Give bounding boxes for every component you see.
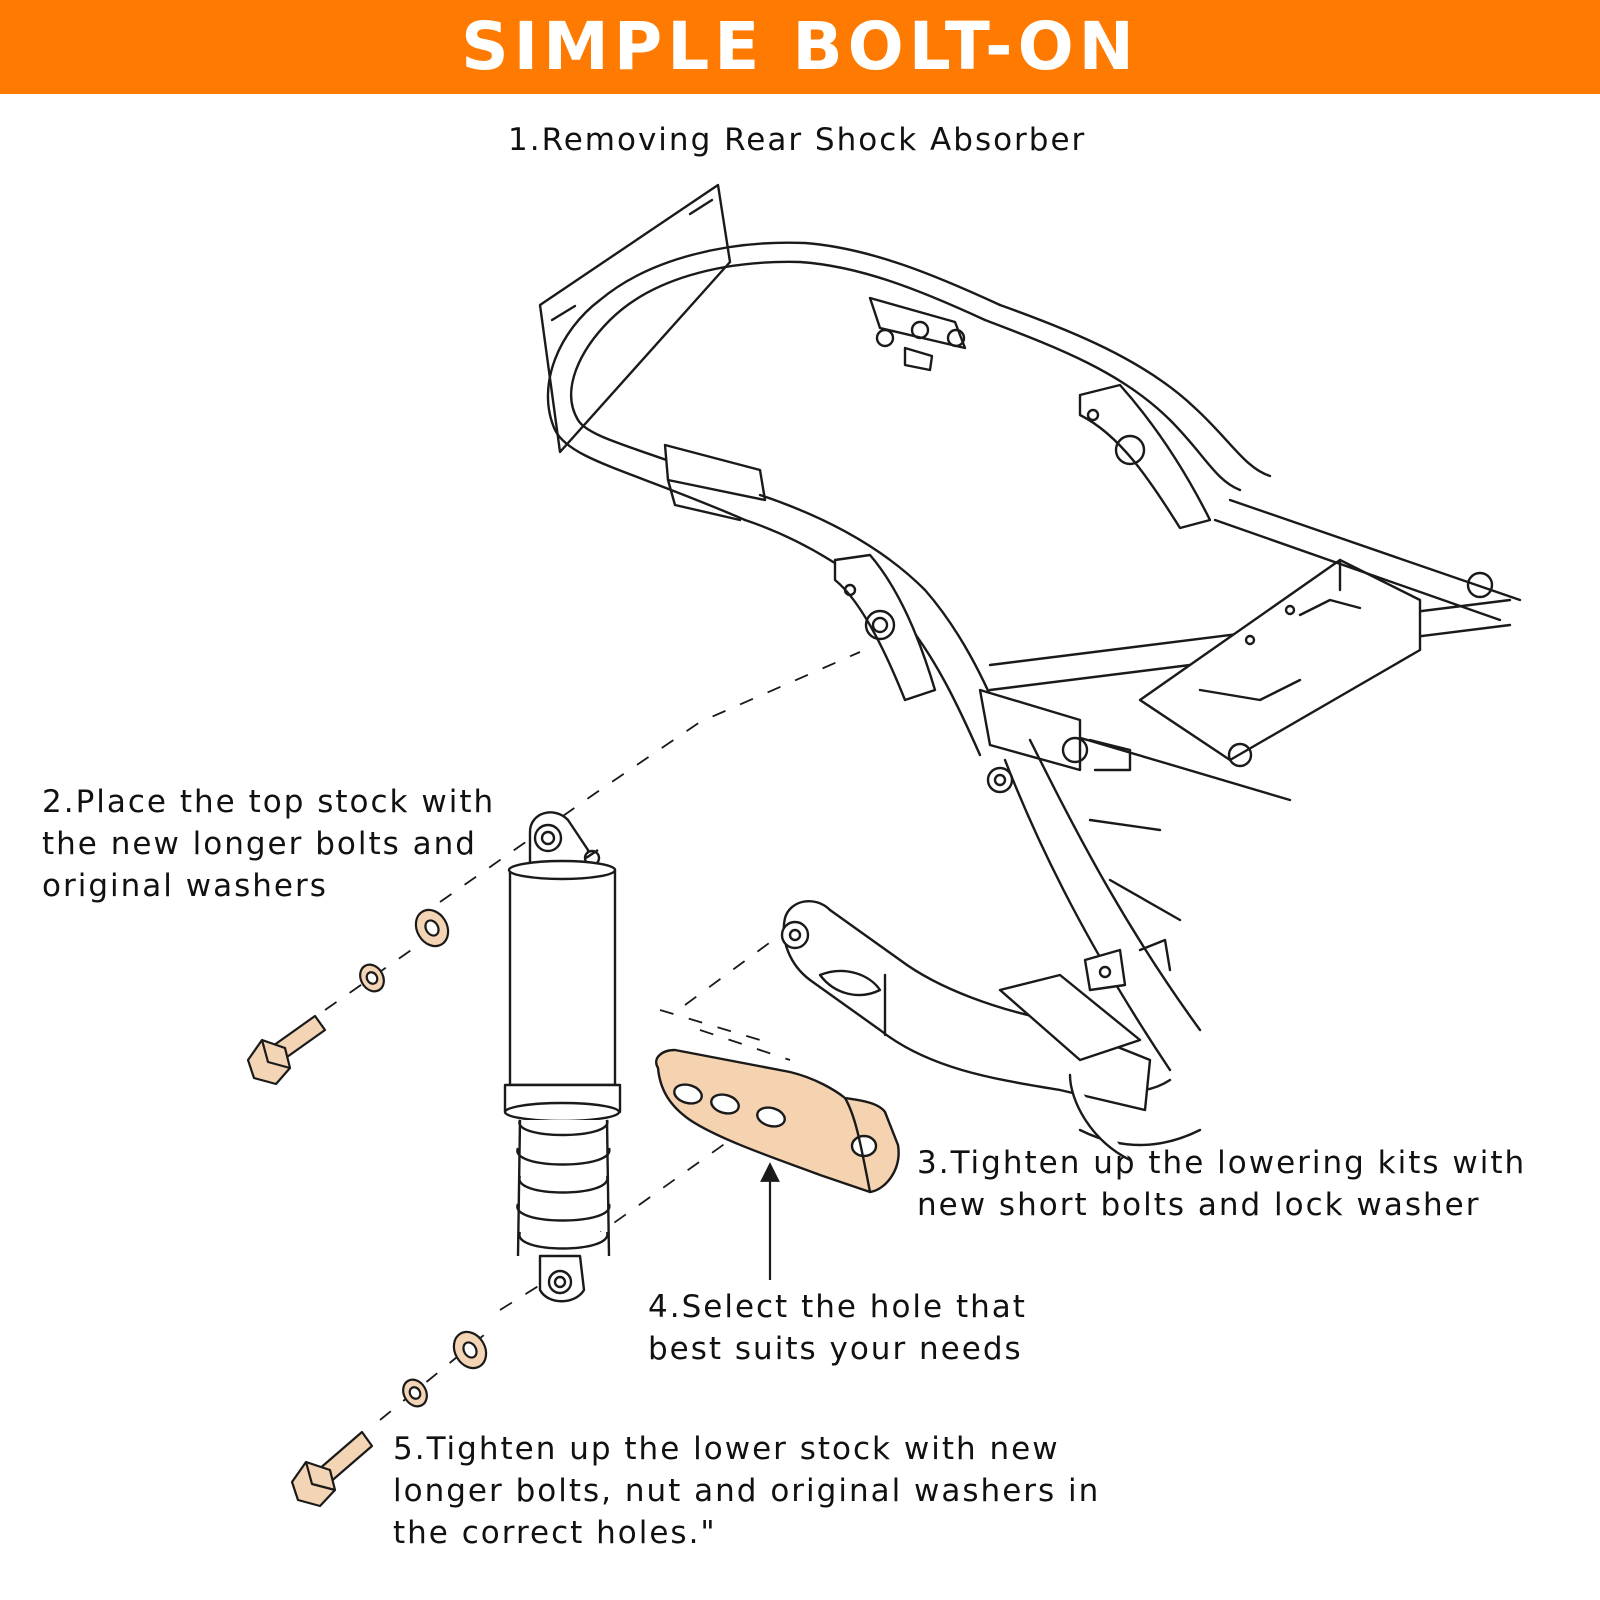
bolt-icon bbox=[290, 1430, 374, 1508]
motorcycle-frame-icon bbox=[538, 183, 1522, 1147]
swingarm-icon bbox=[780, 900, 1152, 1162]
step-5-line-3: the correct holes." bbox=[393, 1515, 717, 1551]
step-2-line-3: original washers bbox=[42, 868, 328, 904]
step-4-line-2: best suits your needs bbox=[648, 1331, 1023, 1367]
step-5-line-2: longer bolts, nut and original washers i… bbox=[393, 1473, 1101, 1509]
step-3-label: 3.Tighten up the lowering kits with new … bbox=[917, 1142, 1526, 1226]
step-4-label: 4.Select the hole that best suits your n… bbox=[648, 1286, 1027, 1370]
step-2-line-2: the new longer bolts and bbox=[42, 826, 477, 862]
step-1-line-1: 1.Removing Rear Shock Absorber bbox=[508, 122, 1087, 158]
step-3-line-2: new short bolts and lock washer bbox=[917, 1187, 1481, 1223]
bottom-hardware bbox=[290, 1330, 488, 1508]
washer-icon bbox=[414, 908, 450, 948]
step-2-line-1: 2.Place the top stock with bbox=[42, 784, 496, 820]
top-hardware bbox=[246, 908, 450, 1086]
step-5-label: 5.Tighten up the lower stock with new lo… bbox=[393, 1428, 1100, 1554]
lock-washer-icon bbox=[402, 1378, 428, 1408]
step-3-line-1: 3.Tighten up the lowering kits with bbox=[917, 1145, 1527, 1181]
washer-icon bbox=[452, 1330, 488, 1370]
step-1-label: 1.Removing Rear Shock Absorber bbox=[508, 119, 1086, 161]
lowering-bracket-icon bbox=[655, 1048, 900, 1194]
title-banner: SIMPLE BOLT-ON bbox=[0, 0, 1600, 94]
banner-title: SIMPLE BOLT-ON bbox=[461, 8, 1139, 85]
lock-washer-icon bbox=[359, 963, 385, 993]
shock-absorber-icon bbox=[503, 811, 622, 1303]
step-2-label: 2.Place the top stock with the new longe… bbox=[42, 781, 495, 907]
step-4-line-1: 4.Select the hole that bbox=[648, 1289, 1027, 1325]
step-5-line-1: 5.Tighten up the lower stock with new bbox=[393, 1431, 1060, 1467]
bolt-icon bbox=[246, 1014, 327, 1086]
